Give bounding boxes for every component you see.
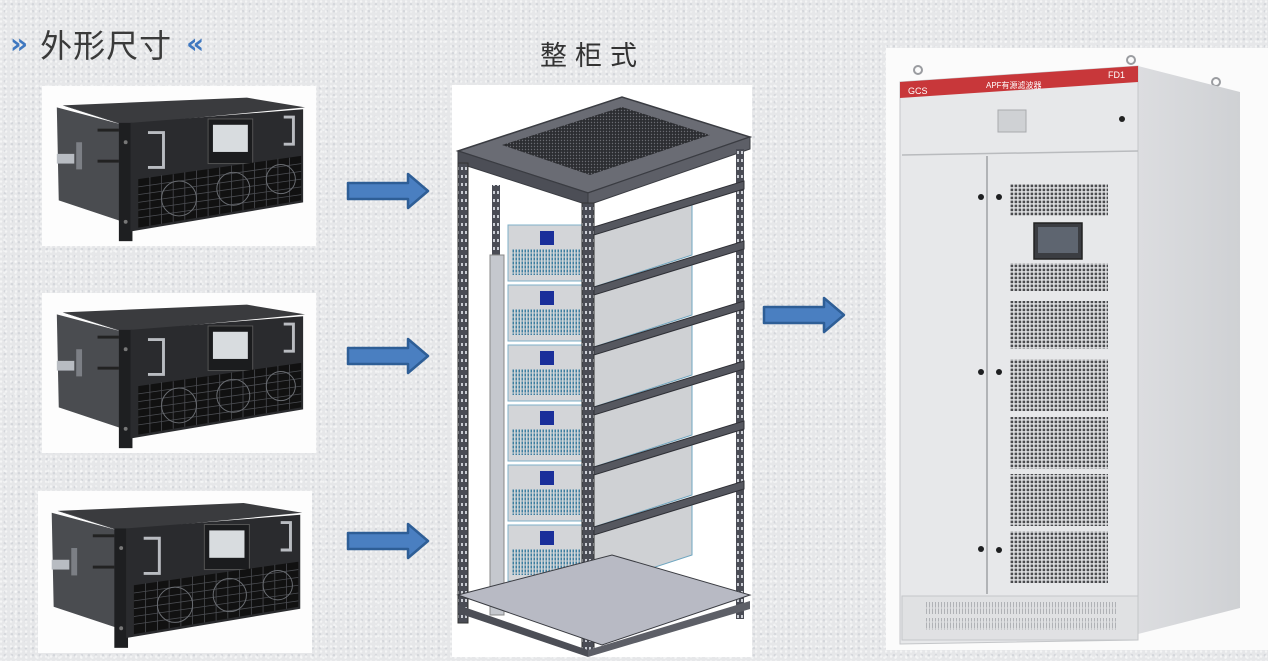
band-label-right: FD1 <box>1108 70 1125 80</box>
rack-rail <box>593 360 745 416</box>
rack-rail <box>593 180 745 236</box>
right-arrow-icon <box>346 337 430 375</box>
page-title: 外形尺寸 <box>40 27 173 65</box>
module-photo-1 <box>42 86 316 246</box>
right-arrow-icon <box>762 296 846 334</box>
double-chevron-left-icon: « <box>186 27 204 60</box>
cabinet-photo: GCS APF有源滤波器 FD1 <box>886 48 1268 650</box>
module-photo-2 <box>42 293 316 453</box>
double-chevron-right-icon: » <box>10 27 28 60</box>
rack-rail <box>593 300 745 356</box>
module-photo-3 <box>38 491 312 653</box>
rack-module <box>507 320 693 408</box>
right-arrow-icon <box>346 522 430 560</box>
rack-module <box>507 380 693 468</box>
rack-rail <box>593 480 745 536</box>
right-arrow-icon <box>346 172 430 210</box>
full-cabinet-label: 整柜式 <box>540 41 645 72</box>
cabinet-top-band <box>900 66 1138 98</box>
rack-frame-drawing <box>452 85 752 657</box>
rack-rail <box>593 240 745 296</box>
band-label-left: GCS <box>908 86 928 96</box>
band-label-center: APF有源滤波器 <box>986 80 1042 90</box>
rack-rail <box>593 420 745 476</box>
section-title: » 外形尺寸 « <box>10 22 204 66</box>
